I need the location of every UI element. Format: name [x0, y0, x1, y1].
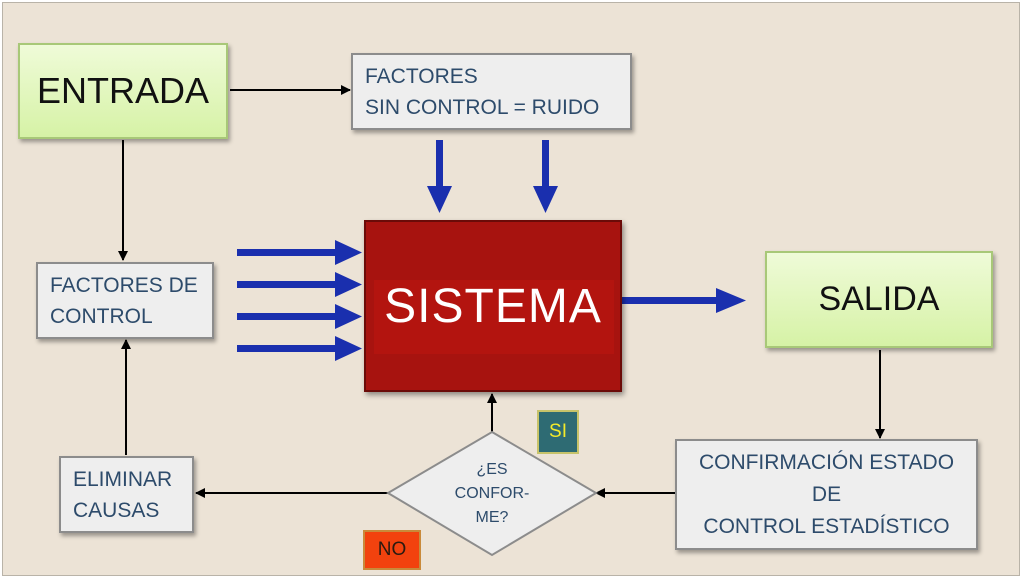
confirmacion-box: CONFIRMACIÓN ESTADO DE CONTROL ESTADÍSTI… — [675, 439, 978, 550]
decision-diamond — [386, 430, 598, 557]
decision-label: ¿ES CONFOR- ME? — [454, 461, 530, 526]
control-arrow-1 — [237, 240, 362, 265]
control-arrow-3 — [237, 304, 362, 329]
salida-box: SALIDA — [765, 251, 993, 348]
si-badge: SI — [537, 410, 579, 454]
noise-arrow-2 — [533, 140, 558, 213]
control-arrow-4 — [237, 336, 362, 361]
entrada-label: ENTRADA — [36, 70, 210, 111]
sistema-box: SISTEMA — [364, 220, 622, 392]
sistema-highlight — [374, 280, 614, 354]
noise-arrow-1 — [427, 140, 452, 213]
sistema-label: SISTEMA — [384, 279, 602, 333]
confirmacion-label: CONFIRMACIÓN ESTADO DE CONTROL ESTADÍSTI… — [698, 450, 955, 538]
no-label: NO — [377, 539, 407, 560]
eliminar-box: ELIMINAR CAUSAS — [59, 456, 194, 533]
eliminar-label: ELIMINAR CAUSAS — [73, 467, 173, 522]
no-badge: NO — [363, 530, 421, 570]
decision-label-wrap: ¿ES CONFOR- ME? — [438, 455, 546, 533]
factores-ruido-label: FACTORES SIN CONTROL = RUIDO — [365, 64, 600, 119]
factores-control-label: FACTORES DE CONTROL — [50, 273, 198, 328]
control-arrow-2 — [237, 272, 362, 297]
output-arrow — [622, 288, 746, 313]
factores-ruido-box: FACTORES SIN CONTROL = RUIDO — [351, 53, 632, 130]
si-label: SI — [549, 421, 567, 442]
salida-label: SALIDA — [818, 280, 940, 318]
factores-control-box: FACTORES DE CONTROL — [36, 262, 214, 339]
entrada-box: ENTRADA — [18, 43, 228, 139]
